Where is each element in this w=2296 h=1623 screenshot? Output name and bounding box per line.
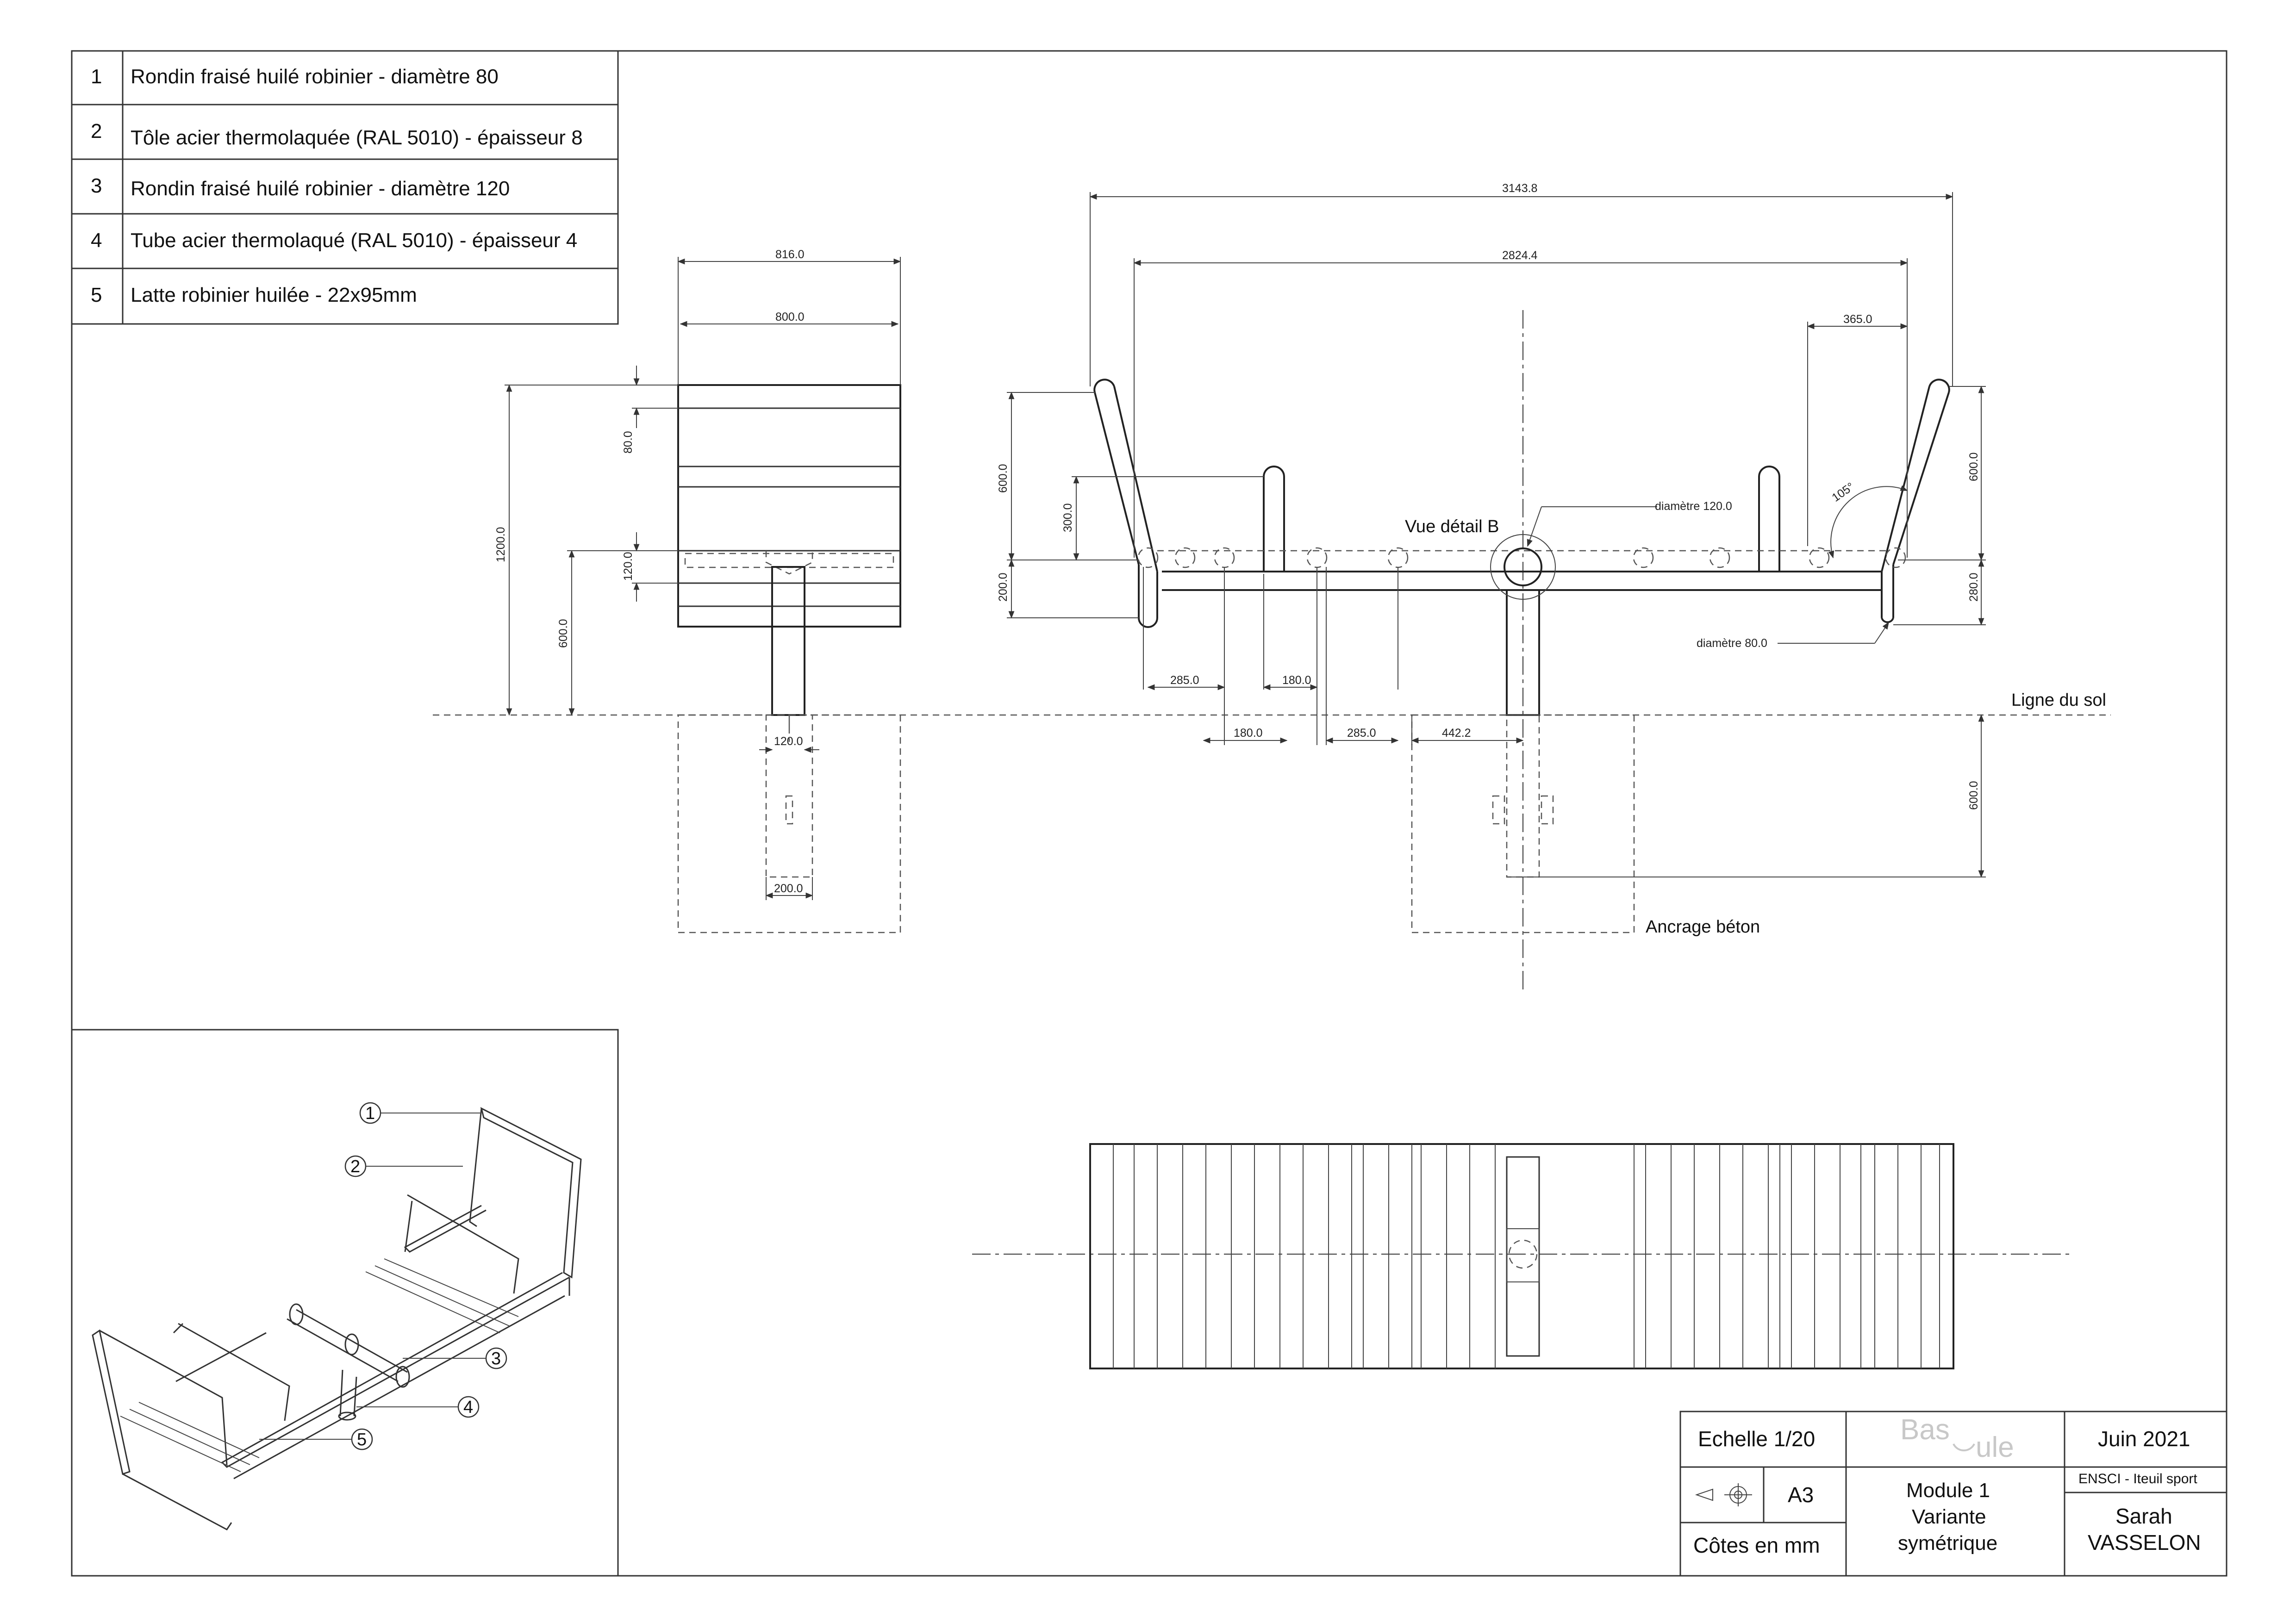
dim-front-600-right: 600.0 xyxy=(1967,452,1980,481)
bom-num-2: 2 xyxy=(91,120,102,143)
balloon-2: 2 xyxy=(350,1157,360,1176)
dim-front-285-a: 285.0 xyxy=(1170,674,1199,687)
sheet-border xyxy=(71,50,2227,1577)
dim-side-816: 816.0 xyxy=(775,248,805,261)
diameter-80-note: diamètre 80.0 xyxy=(1697,637,1767,650)
bom-desc-1: Rondin fraisé huilé robinier - diamètre … xyxy=(131,65,499,88)
anchor-label: Ancrage béton xyxy=(1646,917,1760,937)
dim-side-600: 600.0 xyxy=(557,619,570,648)
side-view: 816.0 800.0 1200.0 80.0 120.0 600.0 120.… xyxy=(494,248,901,933)
bom-desc-2: Tôle acier thermolaquée (RAL 5010) - épa… xyxy=(131,126,583,149)
dim-side-80: 80.0 xyxy=(622,431,635,454)
bom-num-3: 3 xyxy=(91,174,102,197)
dim-front-200: 200.0 xyxy=(997,572,1010,602)
bom-num-1: 1 xyxy=(91,65,102,88)
dim-side-200: 200.0 xyxy=(774,882,803,895)
dim-front-3143: 3143.8 xyxy=(1502,182,1537,195)
tb-variant: Variante xyxy=(1912,1505,1986,1528)
tb-variant-2: symétrique xyxy=(1898,1532,1997,1555)
dim-front-2824: 2824.4 xyxy=(1502,249,1538,262)
balloon-4: 4 xyxy=(463,1398,473,1417)
tb-school: ENSCI - Iteuil sport xyxy=(2078,1471,2197,1486)
tb-logo-2: ule xyxy=(1976,1431,2014,1463)
dim-front-180-b: 180.0 xyxy=(1234,727,1263,740)
tb-date: Juin 2021 xyxy=(2098,1427,2190,1451)
front-view: Vue détail B Ancrage béton 3143.8 2824.4… xyxy=(997,182,1986,990)
tb-logo-mark xyxy=(1953,1443,1975,1452)
dim-front-180-a: 180.0 xyxy=(1282,674,1311,687)
bom-num-4: 4 xyxy=(91,229,102,252)
bom-desc-5: Latte robinier huilée - 22x95mm xyxy=(131,284,417,306)
bom-desc-4: Tube acier thermolaqué (RAL 5010) - épai… xyxy=(131,229,577,252)
ground-line-label: Ligne du sol xyxy=(2011,690,2106,710)
dim-front-442: 442.2 xyxy=(1442,727,1471,740)
tb-module: Module 1 xyxy=(1906,1479,1990,1502)
tb-logo-1: Bas xyxy=(1900,1414,1950,1446)
top-view xyxy=(972,1143,2069,1369)
balloon-3: 3 xyxy=(491,1349,501,1368)
bom-desc-3: Rondin fraisé huilé robinier - diamètre … xyxy=(131,177,510,200)
dim-side-1200: 1200.0 xyxy=(494,527,507,562)
projection-symbol-icon xyxy=(1695,1483,1752,1506)
dim-front-300: 300.0 xyxy=(1061,503,1074,532)
bill-of-materials: 1 Rondin fraisé huilé robinier - diamètr… xyxy=(71,50,619,325)
bom-num-5: 5 xyxy=(91,284,102,306)
dim-front-600-left: 600.0 xyxy=(997,464,1010,493)
tb-author-last: VASSELON xyxy=(2088,1530,2201,1555)
isometric-view: 1 2 3 4 5 xyxy=(71,1029,619,1577)
dim-front-angle: 105° xyxy=(1829,480,1856,504)
balloon-1: 1 xyxy=(365,1104,375,1123)
dim-side-800: 800.0 xyxy=(775,311,805,323)
balloon-5: 5 xyxy=(357,1430,367,1449)
diameter-120-note: diamètre 120.0 xyxy=(1655,500,1732,513)
dim-front-285-b: 285.0 xyxy=(1347,727,1376,740)
dim-front-600-ground: 600.0 xyxy=(1967,781,1980,810)
dim-front-365: 365.0 xyxy=(1843,313,1872,326)
dim-side-120-post: 120.0 xyxy=(774,735,803,748)
tb-units: Côtes en mm xyxy=(1693,1533,1820,1557)
tb-scale: Echelle 1/20 xyxy=(1698,1427,1815,1451)
dim-side-120: 120.0 xyxy=(622,552,635,581)
dim-front-280: 280.0 xyxy=(1967,572,1980,602)
tb-author-first: Sarah xyxy=(2115,1504,2172,1528)
tb-format: A3 xyxy=(1788,1483,1814,1507)
detail-b-label: Vue détail B xyxy=(1405,517,1499,536)
title-block: Echelle 1/20 Bas ule Juin 2021 A3 Côtes … xyxy=(1679,1411,2227,1577)
